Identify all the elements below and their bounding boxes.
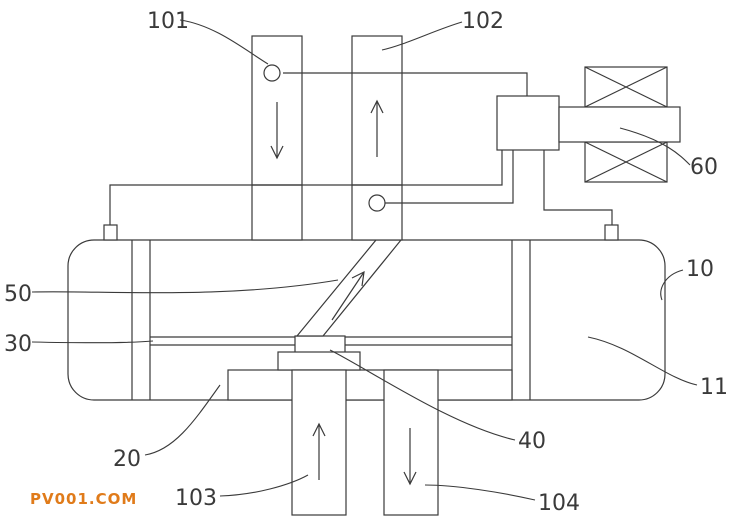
label-40: 40 xyxy=(518,429,546,454)
controller-box xyxy=(496,95,560,151)
seat-40 xyxy=(294,335,346,354)
arrow-down-101 xyxy=(270,102,284,160)
sensor-circle-101 xyxy=(263,64,281,82)
label-30: 30 xyxy=(4,332,32,357)
label-103: 103 xyxy=(175,486,217,511)
inclined-pipe-50 xyxy=(295,239,403,337)
arrow-up-103 xyxy=(312,422,326,480)
base-20-top xyxy=(277,351,361,371)
label-10: 10 xyxy=(686,257,714,282)
leader-lines xyxy=(31,19,698,501)
arrow-50 xyxy=(331,270,365,321)
label-104: 104 xyxy=(538,491,580,516)
motor-60 xyxy=(558,66,681,183)
arrow-up-102 xyxy=(370,99,384,157)
label-102: 102 xyxy=(462,9,504,34)
sensor-circle-102 xyxy=(368,194,386,212)
base-20 xyxy=(227,369,513,401)
right-partition xyxy=(511,240,531,400)
right-sensor xyxy=(604,224,619,241)
watermark: PV001.COM xyxy=(30,490,138,508)
arrow-down-104 xyxy=(403,428,417,486)
label-11: 11 xyxy=(700,375,728,400)
label-20: 20 xyxy=(113,447,141,472)
sensor-lines xyxy=(109,72,613,225)
label-101: 101 xyxy=(147,9,189,34)
left-partition xyxy=(131,240,151,400)
pipe-104 xyxy=(383,369,439,516)
left-sensor xyxy=(103,224,118,241)
label-60: 60 xyxy=(690,155,718,180)
label-50: 50 xyxy=(4,282,32,307)
